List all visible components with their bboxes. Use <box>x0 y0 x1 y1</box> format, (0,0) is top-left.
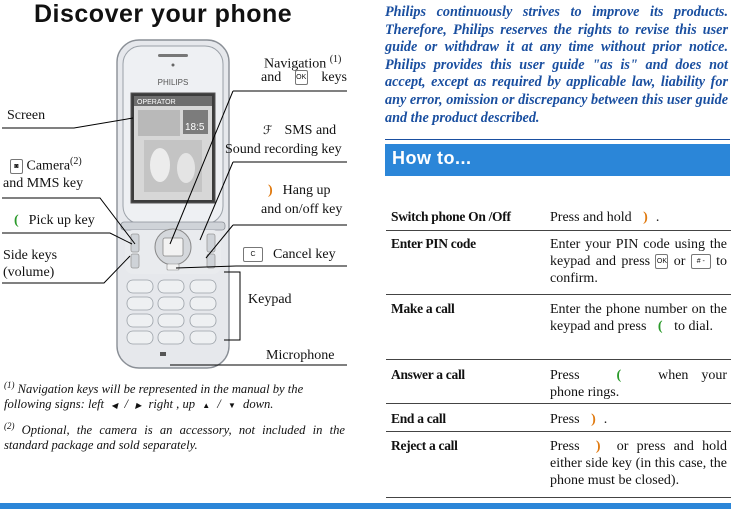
hangup-key-icon: ) <box>595 439 601 454</box>
howto-row-label: Answer a call <box>391 367 465 382</box>
howto-row-label: Switch phone On /Off <box>391 209 511 224</box>
disclaimer-divider <box>385 139 730 140</box>
pickup-label: (Pick up key <box>14 213 95 228</box>
navigation-label: Navigation (1) <box>264 54 342 72</box>
howto-row-text: Press ) or press and hold either side ke… <box>550 439 728 488</box>
row-divider <box>386 497 731 498</box>
howto-row-label: End a call <box>391 411 446 426</box>
camera-key-icon: ◙ <box>10 158 23 174</box>
disclaimer-text: Philips continuously strives to improve … <box>385 4 728 126</box>
bottom-accent-bar <box>0 503 731 509</box>
howto-row-label: Reject a call <box>391 438 458 453</box>
sidekeys-label-2: (volume) <box>3 265 55 280</box>
hangup-label-2: and on/off key <box>261 202 343 217</box>
pickup-key-icon: ( <box>657 319 663 334</box>
up-arrow-icon: ▲ <box>202 401 211 411</box>
ok-key-icon: OK <box>294 70 308 86</box>
down-arrow-icon: ▼ <box>227 401 236 411</box>
howto-row-text: Enter your PIN code using the keypad and… <box>550 237 728 286</box>
navigation-label-2: and OK keys <box>261 70 347 86</box>
howto-heading: How to... <box>392 148 472 168</box>
hangup-label: )Hang up <box>268 183 331 198</box>
page-title: Discover your phone <box>34 0 293 28</box>
howto-row-text: Press ( when your phone rings. <box>550 368 727 400</box>
howto-row-label: Make a call <box>391 301 455 316</box>
row-divider <box>386 431 731 432</box>
right-arrow-icon: ▶ <box>135 401 142 411</box>
row-divider <box>386 294 731 295</box>
hash-key-icon: # - <box>690 254 711 270</box>
camera-label-2: and MMS key <box>3 176 84 191</box>
sidekeys-label: Side keys <box>3 248 58 263</box>
howto-row-text: Press and hold ). <box>550 210 660 225</box>
microphone-label: Microphone <box>266 348 335 363</box>
pickup-key-icon: ( <box>616 368 622 383</box>
screen-label: Screen <box>7 108 46 123</box>
howto-row-text: Press ). <box>550 412 608 427</box>
camera-label: ◙ Camera(2) <box>10 153 82 175</box>
hangup-key-icon: ) <box>591 412 596 427</box>
row-divider <box>386 403 731 404</box>
hangup-key-icon: ) <box>268 183 273 198</box>
c-key-icon: C <box>243 247 263 263</box>
howto-row-label: Enter PIN code <box>391 236 476 251</box>
left-arrow-icon: ◀ <box>111 401 118 411</box>
sms-key-icon: ℱ <box>263 123 273 137</box>
footnote-2: (2) Optional, the camera is an accessory… <box>4 421 345 453</box>
howto-header: How to... <box>385 144 730 176</box>
ok-key-icon: OK <box>655 254 669 270</box>
pickup-key-icon: ( <box>14 213 19 228</box>
footnote-1: (1) Navigation keys will be represented … <box>4 380 304 412</box>
row-divider <box>386 359 731 360</box>
howto-row-text: Enter the phone number on the keypad and… <box>550 302 727 334</box>
hangup-key-icon: ) <box>643 210 648 225</box>
keypad-label: Keypad <box>248 292 292 307</box>
time-text: 18:5 <box>185 122 205 133</box>
brand-text: PHILIPS <box>158 78 189 87</box>
sms-label-2: Sound recording key <box>225 142 342 157</box>
row-divider <box>386 230 731 231</box>
operator-text: OPERATOR <box>137 99 176 106</box>
